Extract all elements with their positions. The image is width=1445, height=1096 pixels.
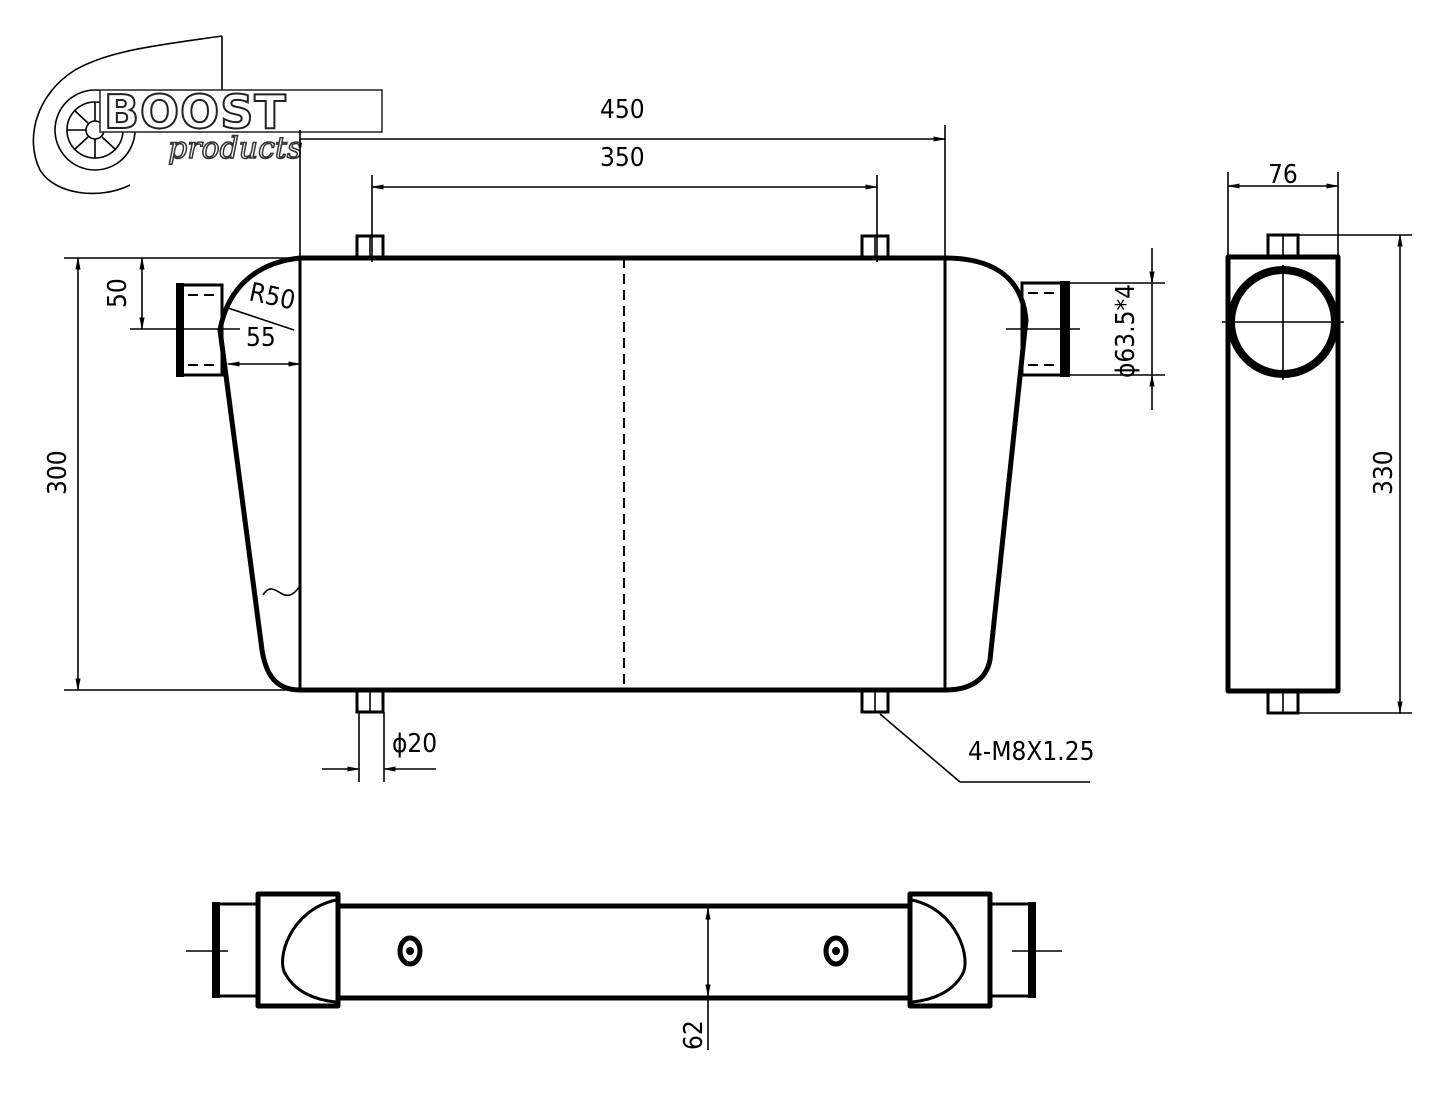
dim-core-height: 300 [43,450,73,495]
dim-bottom-thickness: 62 [679,1020,709,1050]
logo-turbo-outline [32,35,223,195]
bottom-right-pipe [988,902,1035,998]
dim-radius: R50 [247,278,298,317]
left-tank-break-line [262,585,301,597]
dim-side-depth: 76 [1268,160,1298,190]
left-inlet-bead [176,283,184,377]
side-view: 76 330 [1222,160,1412,715]
dim-bolt-spacing: 350 [600,143,645,173]
front-view: 450 350 300 50 R50 55 ϕ63.5*4 ϕ20 [43,95,1165,783]
dim-inlet-offset: 50 [103,278,133,308]
bolt-callout-leader [879,713,961,783]
boost-products-logo: BOOST products [32,35,383,195]
bottom-view: 62 [186,891,1062,1050]
left-end-tank [217,255,303,693]
right-end-tank [942,255,1029,693]
logo-brand-text: BOOST [104,85,287,139]
bolt-callout-text: 4-M8X1.25 [968,737,1094,767]
left-inlet-pipe [176,283,224,377]
dim-overall-width: 450 [600,95,645,125]
logo-sub-text: products [168,131,302,166]
dim-tank-depth: 55 [246,323,276,353]
bottom-left-pipe [213,902,260,998]
dim-inlet-diameter: ϕ63.5*4 [1111,284,1141,378]
dim-side-height: 330 [1369,450,1399,495]
dim-bolt-diameter: ϕ20 [392,729,437,759]
radius-leader [227,307,295,331]
